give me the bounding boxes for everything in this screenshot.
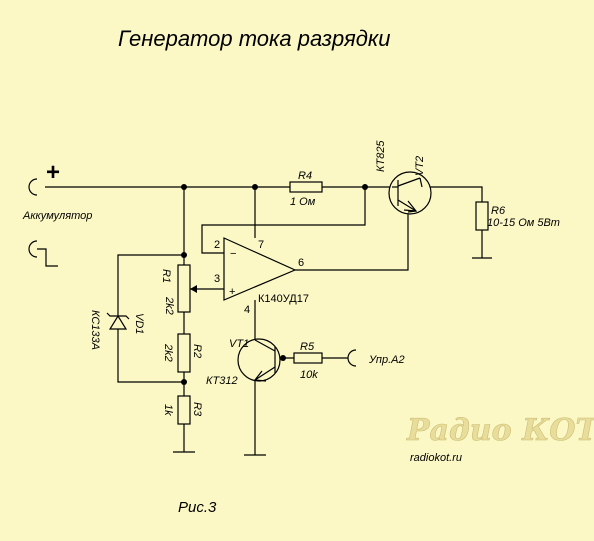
battery-plus-terminal [28,178,38,196]
vd1-ref: VD1 [133,313,145,334]
r1-ref: R1 [160,269,172,283]
r3-value: 1k [162,404,174,416]
vt2-ref: VT2 [414,156,426,176]
opamp-minus-sign: − [230,248,236,260]
battery-minus-terminal [28,240,38,258]
r5-value: 10k [300,369,318,381]
radiokot-watermark: Радио КОТ radiokot.ru [406,413,594,464]
vt1-value: КТ312 [206,375,238,387]
resistor-r4: R4 1 Ом [289,170,323,208]
transistor-vt1: VT1 КТ312 [206,338,281,387]
r6-ref: R6 [491,205,506,217]
figure-caption: Рис.3 [178,499,217,516]
opamp-pin-3: 3 [214,273,220,285]
r5-ref: R5 [300,341,315,353]
opamp-pin-7: 7 [258,239,264,251]
resistor-r2: R2 2k2 [162,333,203,373]
battery-label: Аккумулятор [22,210,92,222]
opamp-k140ud17: − + 2 3 7 6 4 К140УД17 [214,237,309,316]
zener-vd1: VD1 КС133А [89,310,145,350]
junction-dots [181,184,368,385]
battery-minus-ground [37,248,58,267]
watermark-logo: Радио КОТ [406,413,594,448]
battery-plus-sign: + [46,159,60,186]
control-terminal [347,349,357,367]
control-input: Упр.А2 [347,349,405,367]
r2-ref: R2 [191,344,203,358]
opamp-pin-2: 2 [214,239,220,251]
r4-ref: R4 [298,170,312,182]
resistor-r6: R6 10-15 Ом 5Вт [475,201,560,231]
opamp-pin-4: 4 [244,304,250,316]
opamp-pin-6: 6 [298,257,304,269]
vt1-ref: VT1 [229,338,249,350]
r3-ref: R3 [191,402,203,417]
resistor-r5: R5 10k [293,341,323,381]
r2-value: 2k2 [162,343,174,362]
vt2-value: КТ825 [375,140,387,172]
transistor-vt2: КТ825 VT2 [375,140,432,215]
vd1-value: КС133А [89,310,101,350]
watermark-url: radiokot.ru [410,452,462,464]
opamp-plus-sign: + [229,286,235,298]
r6-value: 10-15 Ом 5Вт [487,217,560,229]
potentiometer-r1: R1 2k2 [160,264,197,315]
r1-value: 2k2 [163,296,175,315]
diagram-title: Генератор тока разрядки [118,26,391,51]
r4-value: 1 Ом [290,196,316,208]
opamp-name: К140УД17 [258,293,309,305]
control-label: Упр.А2 [368,354,405,366]
resistor-r3: R3 1k [162,395,203,425]
battery-terminals: + Аккумулятор [22,159,92,267]
